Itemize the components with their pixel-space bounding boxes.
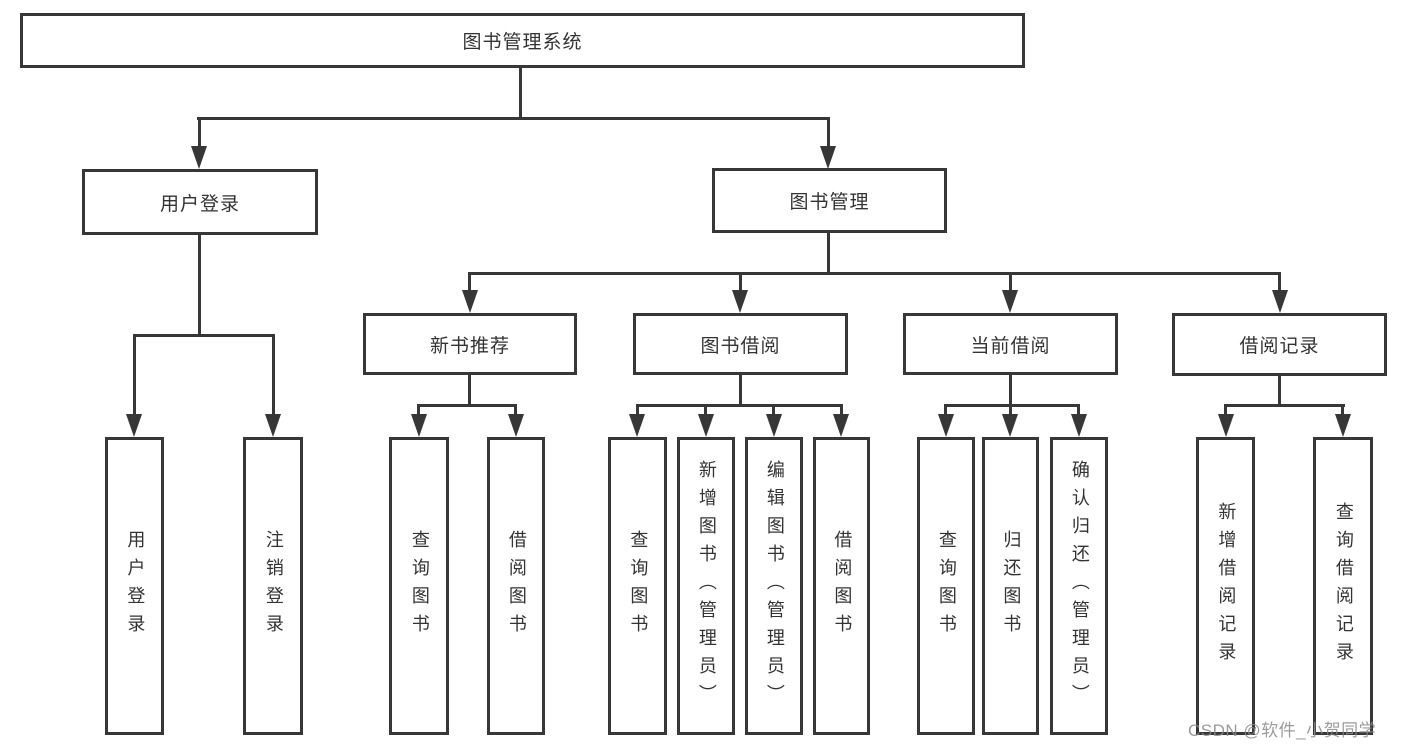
arrowhead-book-mgmt (820, 146, 836, 169)
leaf-bb-query-books-label: 查询图书 (628, 530, 649, 642)
connector-book-borrow-stem (739, 374, 742, 406)
arrowhead-br-add (1218, 414, 1234, 437)
connector-new-book-stem (468, 374, 471, 406)
leaf-nb-query-books: 查询图书 (389, 437, 449, 735)
connector-br-query-drop (1341, 406, 1344, 416)
arrowhead-nb-query (411, 414, 427, 437)
leaf-user-login: 用户登录 (105, 437, 164, 735)
arrowhead-nb-borrow (508, 414, 524, 437)
arrowhead-cb-confirm (1071, 414, 1087, 437)
leaf-cb-return-book-label: 归还图书 (1001, 530, 1022, 642)
leaf-br-query-record-label: 查询借阅记录 (1333, 502, 1354, 670)
leaf-bb-borrow-books-label: 借阅图书 (832, 530, 853, 642)
arrowhead-book-borrow (732, 290, 748, 313)
arrowhead-cb-query (938, 414, 954, 437)
node-current-borrowing: 当前借阅 (903, 313, 1118, 375)
connector-bb-borrow-drop (840, 406, 843, 416)
node-library-system: 图书管理系统 (20, 13, 1025, 68)
leaf-bb-add-book-admin-label: 新增图书（管理员） (696, 460, 717, 712)
connector-new-book-drop (468, 274, 471, 292)
node-new-book-recommend: 新书推荐 (363, 313, 577, 375)
connector-br-add-drop (1224, 406, 1227, 416)
arrowhead-bb-add (698, 414, 714, 437)
leaf-br-add-record: 新增借阅记录 (1196, 437, 1255, 735)
connector-leaf-login-drop (133, 336, 136, 416)
leaf-logout: 注销登录 (243, 437, 303, 735)
connector-user-login-stem (198, 234, 201, 336)
connector-cb-query-drop (944, 406, 947, 416)
node-borrowing-records: 借阅记录 (1172, 313, 1387, 376)
leaf-bb-borrow-books: 借阅图书 (813, 437, 870, 735)
node-user-login: 用户登录 (82, 169, 318, 235)
connector-borrow-record-drop (1278, 274, 1281, 292)
connector-bb-query-drop (636, 406, 639, 416)
leaf-bb-edit-book-admin-label: 编辑图书（管理员） (764, 460, 785, 712)
arrowhead-bb-edit (766, 414, 782, 437)
connector-book-borrow-rail (636, 404, 843, 407)
connector-leaf-logout-drop (272, 336, 275, 416)
connector-borrow-record-rail (1224, 404, 1345, 407)
arrowhead-bb-query (629, 414, 645, 437)
leaf-cb-confirm-return-admin-label: 确认归还（管理员） (1069, 460, 1090, 712)
leaf-cb-query-books-label: 查询图书 (936, 530, 957, 642)
leaf-cb-return-book: 归还图书 (982, 437, 1039, 735)
connector-nb-borrow-drop (514, 406, 517, 416)
connector-level3-rail (468, 272, 1281, 275)
leaf-nb-borrow-books-label: 借阅图书 (506, 530, 527, 642)
arrowhead-user-login (191, 146, 207, 169)
connector-cb-return-drop (1009, 406, 1012, 416)
connector-user-login-rail (133, 334, 275, 337)
leaf-cb-confirm-return-admin: 确认归还（管理员） (1050, 437, 1108, 735)
leaf-user-login-label: 用户登录 (125, 530, 146, 642)
connector-book-mgmt-stem (827, 233, 830, 274)
connector-current-borrow-rail (944, 404, 1080, 407)
connector-borrow-record-stem (1278, 376, 1281, 406)
leaf-nb-borrow-books: 借阅图书 (487, 437, 545, 735)
csdn-watermark: CSDN @软件_小贺同学 (1188, 721, 1377, 740)
leaf-bb-edit-book-admin: 编辑图书（管理员） (745, 437, 803, 735)
connector-nb-query-drop (417, 406, 420, 416)
connector-current-borrow-drop (1009, 274, 1012, 292)
arrowhead-bb-borrow (833, 414, 849, 437)
arrowhead-leaf-login (126, 414, 142, 437)
connector-book-mgmt-drop (827, 118, 830, 148)
leaf-br-add-record-label: 新增借阅记录 (1216, 502, 1237, 670)
connector-cb-confirm-drop (1077, 406, 1080, 416)
leaf-bb-add-book-admin: 新增图书（管理员） (677, 437, 735, 735)
connector-user-login-drop (198, 118, 201, 148)
arrowhead-borrow-record (1272, 290, 1288, 313)
node-book-management: 图书管理 (712, 168, 947, 233)
leaf-bb-query-books: 查询图书 (608, 437, 667, 735)
connector-book-borrow-drop (739, 274, 742, 292)
connector-new-book-rail (417, 404, 517, 407)
connector-level2-rail (197, 117, 830, 120)
connector-bb-add-drop (704, 406, 707, 416)
arrowhead-br-query (1335, 414, 1351, 437)
leaf-nb-query-books-label: 查询图书 (409, 530, 430, 642)
leaf-br-query-record: 查询借阅记录 (1313, 437, 1373, 735)
leaf-logout-label: 注销登录 (263, 530, 284, 642)
connector-bb-edit-drop (772, 406, 775, 416)
arrowhead-current-borrow (1002, 290, 1018, 313)
node-book-borrowing: 图书借阅 (633, 313, 848, 375)
arrowhead-cb-return (1002, 414, 1018, 437)
connector-current-borrow-stem (1009, 374, 1012, 406)
arrowhead-new-book (462, 290, 478, 313)
arrowhead-leaf-logout (265, 414, 281, 437)
leaf-cb-query-books: 查询图书 (917, 437, 975, 735)
connector-root-stem (519, 67, 522, 119)
